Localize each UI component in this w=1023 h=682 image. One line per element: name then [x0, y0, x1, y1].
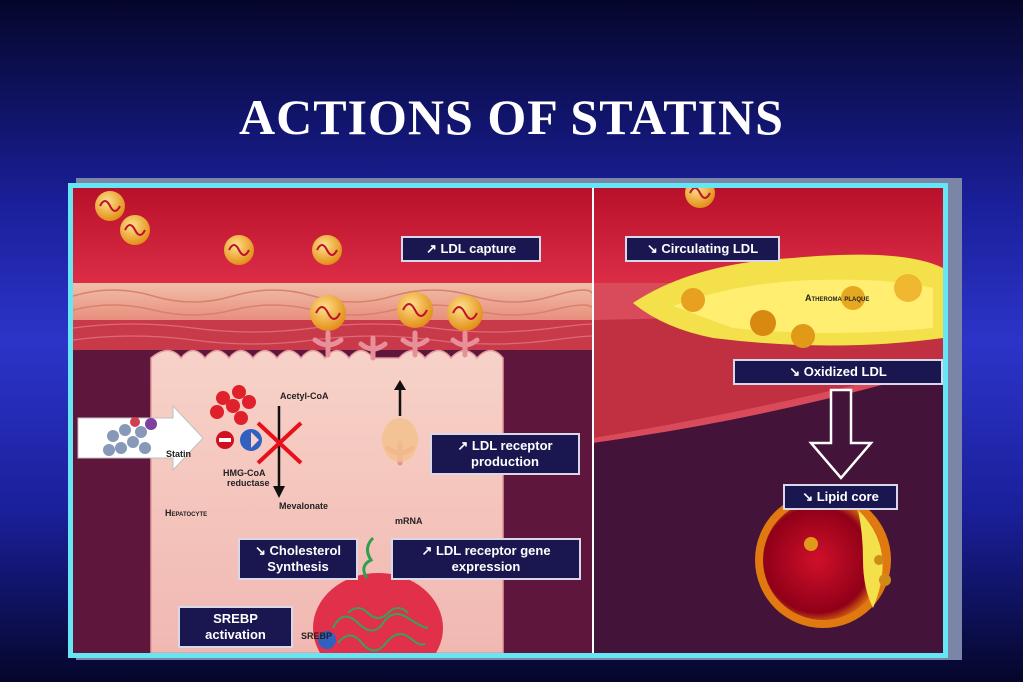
circulating-ldl-label: ↘ Circulating LDL	[625, 236, 780, 262]
mevalonate-label: Mevalonate	[279, 501, 329, 511]
cholesterol-synthesis-line1: ↘ Cholesterol	[254, 543, 342, 558]
cholesterol-synthesis-label: ↘ Cholesterol Synthesis	[238, 538, 358, 580]
srebp-activation-line2: activation	[205, 627, 266, 642]
acetyl-coa-label: Acetyl-CoA	[280, 391, 329, 401]
ldl-receptor-production-line2: production	[471, 454, 539, 469]
hepatocyte-label: Hepatocyte	[165, 508, 208, 518]
srebp-label: SREBP	[301, 631, 333, 641]
ldl-receptor-production-label: ↗ LDL receptor production	[430, 433, 580, 475]
hmg-coa-label-line2: reductase	[227, 478, 270, 488]
diagram-frame: ↗ LDL capture ↘ Circulating LDL ↘ Oxidiz…	[68, 183, 948, 658]
statin-label: Statin	[166, 449, 192, 459]
hmg-coa-label-line1: HMG-CoA	[223, 468, 266, 478]
atheroma-plaque-label: Atheroma plaque	[805, 293, 870, 303]
oxidized-ldl-label: ↘ Oxidized LDL	[733, 359, 943, 385]
mrna-label: mRNA	[395, 516, 423, 526]
cholesterol-synthesis-line2: Synthesis	[267, 559, 329, 574]
ldl-receptor-gene-line2: expression	[451, 559, 521, 574]
ldl-capture-label: ↗ LDL capture	[401, 236, 541, 262]
lipid-core-label: ↘ Lipid core	[783, 484, 898, 510]
ldl-receptor-production-line1: ↗ LDL receptor	[457, 438, 553, 453]
page-title: ACTIONS OF STATINS	[239, 89, 784, 145]
srebp-activation-label: SREBP activation	[178, 606, 293, 648]
srebp-activation-line1: SREBP	[213, 611, 258, 626]
ldl-receptor-gene-label: ↗ LDL receptor gene expression	[391, 538, 581, 580]
ldl-receptor-gene-line1: ↗ LDL receptor gene	[421, 543, 551, 558]
